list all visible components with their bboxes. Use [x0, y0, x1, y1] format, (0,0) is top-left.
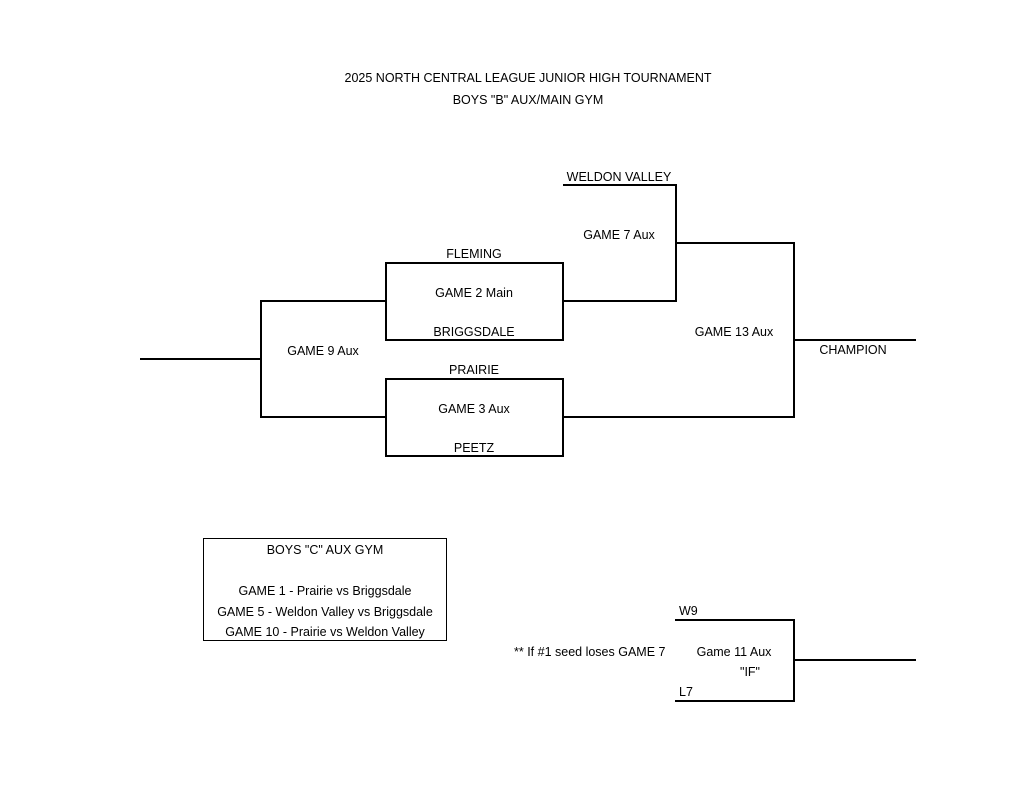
w9-label: W9 — [679, 604, 698, 618]
game3-left — [385, 378, 387, 457]
champion-label: CHAMPION — [819, 343, 887, 357]
if-note: ** If #1 seed loses GAME 7 — [514, 645, 666, 659]
game9-bottom — [260, 416, 386, 418]
page-title: 2025 NORTH CENTRAL LEAGUE JUNIOR HIGH TO… — [344, 71, 712, 85]
boys-c-title: BOYS "C" AUX GYM — [266, 543, 384, 557]
champion-line — [793, 339, 916, 341]
team-prairie: PRAIRIE — [448, 363, 500, 377]
boys-c-game-10: GAME 10 - Prairie vs Weldon Valley — [225, 625, 425, 639]
l7-line — [675, 700, 795, 702]
fleming-line — [385, 262, 564, 264]
game11-output-line — [793, 659, 916, 661]
w9-line — [675, 619, 795, 621]
game7-label: GAME 7 Aux — [583, 228, 655, 242]
if-label: "IF" — [740, 665, 760, 679]
game9-top — [260, 300, 386, 302]
weldon-valley-line — [563, 184, 676, 186]
game2-label: GAME 2 Main — [435, 286, 513, 300]
boys-c-game-5: GAME 5 - Weldon Valley vs Briggsdale — [217, 604, 433, 619]
game9-label: GAME 9 Aux — [287, 344, 359, 358]
game9-output-line — [140, 358, 261, 360]
game13-top — [675, 242, 795, 244]
page-subtitle: BOYS "B" AUX/MAIN GYM — [452, 93, 604, 107]
team-peetz: PEETZ — [453, 441, 495, 455]
game2-left — [385, 262, 387, 341]
game2-winner-line — [563, 300, 677, 302]
team-fleming: FLEMING — [446, 247, 502, 261]
team-briggsdale: BRIGGSDALE — [433, 325, 515, 339]
game11-label: Game 11 Aux — [696, 645, 772, 659]
game3-winner-line — [563, 416, 795, 418]
peetz-line — [385, 455, 564, 457]
game3-label: GAME 3 Aux — [438, 402, 510, 416]
team-weldon-valley: WELDON VALLEY — [566, 170, 672, 184]
l7-label: L7 — [679, 685, 693, 699]
prairie-line — [385, 378, 564, 380]
game13-connector — [793, 242, 795, 418]
briggsdale-line — [385, 339, 564, 341]
boys-c-game-1: GAME 1 - Prairie vs Briggsdale — [238, 584, 412, 598]
game9-connector — [260, 300, 262, 418]
game13-label: GAME 13 Aux — [694, 325, 774, 339]
boys-c-schedule-box: BOYS "C" AUX GYM GAME 1 - Prairie vs Bri… — [203, 538, 447, 641]
